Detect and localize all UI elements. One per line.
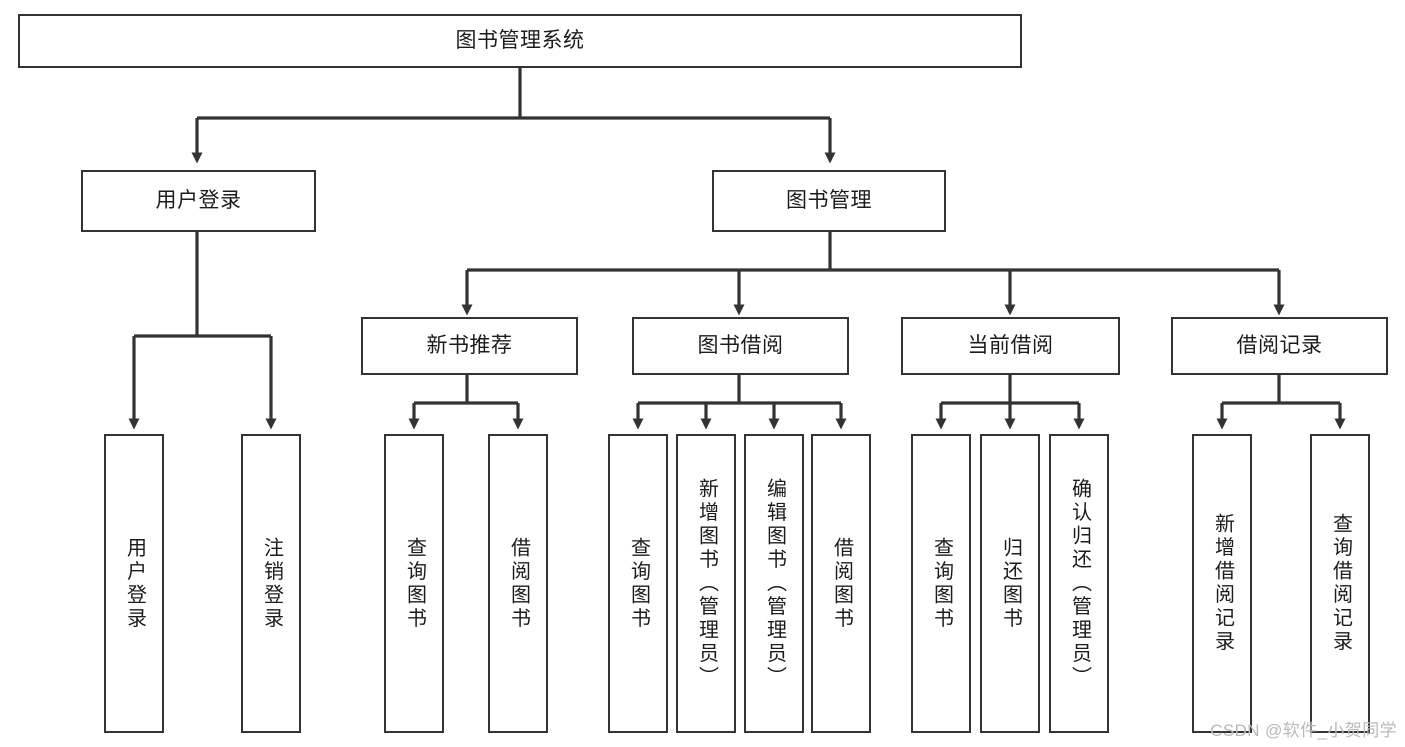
node-borrow-record[interactable]: 借阅记录 bbox=[1171, 317, 1388, 375]
node-label: 新增图书（管理员） bbox=[695, 477, 718, 690]
node-book-management[interactable]: 图书管理 bbox=[712, 170, 946, 232]
node-label: 图书管理系统 bbox=[455, 28, 585, 52]
node-label: 新书推荐 bbox=[426, 333, 513, 357]
node-label: 注销登录 bbox=[260, 536, 283, 631]
node-label: 当前借阅 bbox=[967, 333, 1054, 357]
node-label: 图书借阅 bbox=[697, 333, 784, 357]
node-leaf-current-query-book[interactable]: 查询图书 bbox=[911, 434, 971, 733]
node-label: 借阅图书 bbox=[830, 536, 853, 631]
node-leaf-record-query-record[interactable]: 查询借阅记录 bbox=[1310, 434, 1370, 733]
node-leaf-record-add-record[interactable]: 新增借阅记录 bbox=[1192, 434, 1252, 733]
node-leaf-newbook-query-book[interactable]: 查询图书 bbox=[384, 434, 444, 733]
node-leaf-user-login-logout[interactable]: 注销登录 bbox=[241, 434, 301, 733]
node-current-borrow[interactable]: 当前借阅 bbox=[901, 317, 1120, 375]
node-leaf-current-return-book[interactable]: 归还图书 bbox=[980, 434, 1040, 733]
node-user-login[interactable]: 用户登录 bbox=[81, 170, 316, 232]
node-leaf-borrow-add-book-admin[interactable]: 新增图书（管理员） bbox=[676, 434, 736, 733]
node-label: 新增借阅记录 bbox=[1211, 513, 1234, 654]
node-label: 图书管理 bbox=[786, 188, 872, 212]
node-label: 查询图书 bbox=[627, 536, 650, 631]
node-label: 用户登录 bbox=[155, 188, 242, 212]
node-label: 借阅记录 bbox=[1236, 333, 1323, 357]
node-new-book-recommend[interactable]: 新书推荐 bbox=[361, 317, 578, 375]
node-label: 查询借阅记录 bbox=[1329, 513, 1352, 654]
node-leaf-borrow-edit-book-admin[interactable]: 编辑图书（管理员） bbox=[744, 434, 804, 733]
node-label: 查询图书 bbox=[930, 536, 953, 631]
node-book-borrow[interactable]: 图书借阅 bbox=[632, 317, 849, 375]
node-leaf-current-confirm-return-admin[interactable]: 确认归还（管理员） bbox=[1049, 434, 1109, 733]
node-leaf-newbook-borrow-book[interactable]: 借阅图书 bbox=[488, 434, 548, 733]
node-leaf-borrow-borrow-book[interactable]: 借阅图书 bbox=[811, 434, 871, 733]
node-label: 借阅图书 bbox=[507, 536, 530, 631]
node-label: 用户登录 bbox=[123, 536, 146, 631]
node-leaf-borrow-query-book[interactable]: 查询图书 bbox=[608, 434, 668, 733]
node-root-system[interactable]: 图书管理系统 bbox=[18, 14, 1022, 68]
node-label: 编辑图书（管理员） bbox=[763, 477, 786, 690]
node-leaf-user-login-login[interactable]: 用户登录 bbox=[104, 434, 164, 733]
node-label: 归还图书 bbox=[999, 536, 1022, 631]
csdn-watermark: CSDN @软件_小贺同学 bbox=[1210, 721, 1397, 740]
node-label: 查询图书 bbox=[403, 536, 426, 631]
node-label: 确认归还（管理员） bbox=[1068, 477, 1091, 690]
